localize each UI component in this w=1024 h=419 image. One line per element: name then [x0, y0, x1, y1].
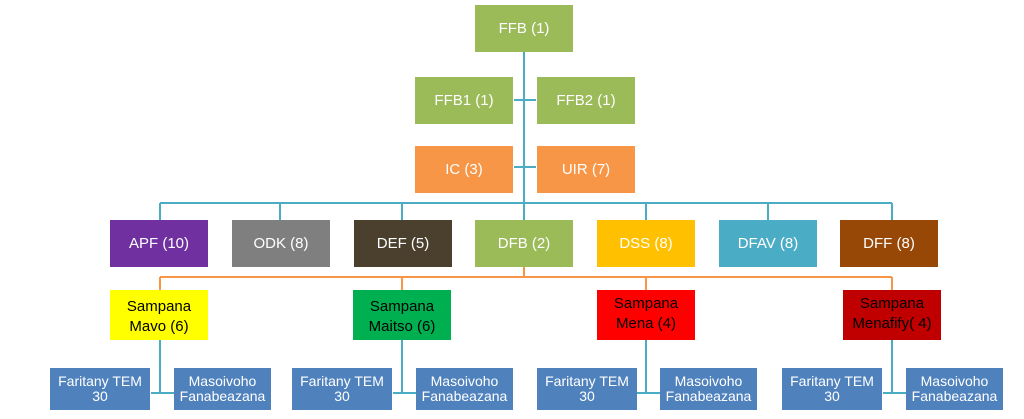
node-dfb-label: DFB (2)	[497, 235, 551, 252]
sampana-mena-line1: Sampana	[613, 295, 679, 312]
node-masoivoho-menafify: Masoivoho Fanabeazana	[906, 368, 1003, 410]
faritany-line1: Faritany TEM	[545, 373, 629, 389]
sampana-maitso-line2: Maitso (6)	[368, 318, 436, 335]
node-dfb: DFB (2)	[475, 220, 573, 267]
faritany-line1: Faritany TEM	[58, 373, 142, 389]
node-masoivoho-mavo: Masoivoho Fanabeazana	[174, 368, 271, 410]
node-ic-label: IC (3)	[445, 161, 483, 178]
sampana-menafify-line1: Sampana	[859, 295, 925, 312]
faritany-line2: 30	[92, 388, 108, 404]
node-odk-label: ODK (8)	[253, 235, 309, 252]
sampana-menafify-line2: Menafify( 4)	[852, 315, 932, 332]
faritany-line1: Faritany TEM	[300, 373, 384, 389]
faritany-line2: 30	[824, 388, 840, 404]
faritany-line1: Faritany TEM	[790, 373, 874, 389]
node-ffb: FFB (1)	[475, 5, 573, 52]
node-masoivoho-mena: Masoivoho Fanabeazana	[660, 368, 757, 410]
node-dff-label: DFF (8)	[863, 235, 915, 252]
node-faritany-mavo: Faritany TEM 30	[50, 368, 150, 410]
masoivoho-line2: Fanabeazana	[665, 388, 752, 404]
node-odk: ODK (8)	[232, 220, 330, 267]
masoivoho-line1: Masoivoho	[674, 373, 743, 389]
node-dff: DFF (8)	[840, 220, 938, 267]
node-dss: DSS (8)	[597, 220, 695, 267]
node-faritany-mena: Faritany TEM 30	[537, 368, 637, 410]
masoivoho-line1: Masoivoho	[430, 373, 499, 389]
node-ffb1-label: FFB1 (1)	[434, 92, 494, 109]
node-masoivoho-maitso: Masoivoho Fanabeazana	[416, 368, 513, 410]
node-uir-label: UIR (7)	[561, 161, 611, 178]
node-ffb2-label: FFB2 (1)	[556, 92, 616, 109]
masoivoho-line2: Fanabeazana	[421, 388, 508, 404]
node-sampana-mavo: Sampana Mavo (6)	[110, 290, 208, 340]
faritany-line2: 30	[334, 388, 350, 404]
node-ffb2: FFB2 (1)	[537, 77, 635, 124]
node-ic: IC (3)	[415, 146, 513, 193]
masoivoho-line1: Masoivoho	[920, 373, 989, 389]
node-def: DEF (5)	[354, 220, 452, 267]
node-dss-label: DSS (8)	[619, 235, 673, 252]
masoivoho-line2: Fanabeazana	[179, 388, 266, 404]
node-faritany-menafify: Faritany TEM 30	[782, 368, 882, 410]
node-sampana-maitso: Sampana Maitso (6)	[353, 290, 451, 340]
sampana-mena-line2: Mena (4)	[615, 315, 677, 332]
node-def-label: DEF (5)	[376, 235, 430, 252]
faritany-line2: 30	[579, 388, 595, 404]
node-uir: UIR (7)	[537, 146, 635, 193]
node-ffb-label: FFB (1)	[498, 20, 550, 37]
masoivoho-line2: Fanabeazana	[911, 388, 998, 404]
node-ffb1: FFB1 (1)	[415, 77, 513, 124]
node-dfav: DFAV (8)	[719, 220, 817, 267]
sampana-maitso-line1: Sampana	[369, 298, 435, 315]
node-apf-label: APF (10)	[128, 235, 189, 252]
node-sampana-menafify: Sampana Menafify( 4)	[843, 290, 941, 340]
masoivoho-line1: Masoivoho	[188, 373, 257, 389]
node-apf: APF (10)	[110, 220, 208, 267]
node-sampana-mena: Sampana Mena (4)	[597, 290, 695, 340]
sampana-mavo-line2: Mavo (6)	[129, 318, 189, 335]
sampana-mavo-line1: Sampana	[126, 298, 192, 315]
node-dfav-label: DFAV (8)	[737, 235, 799, 252]
node-faritany-maitso: Faritany TEM 30	[292, 368, 392, 410]
